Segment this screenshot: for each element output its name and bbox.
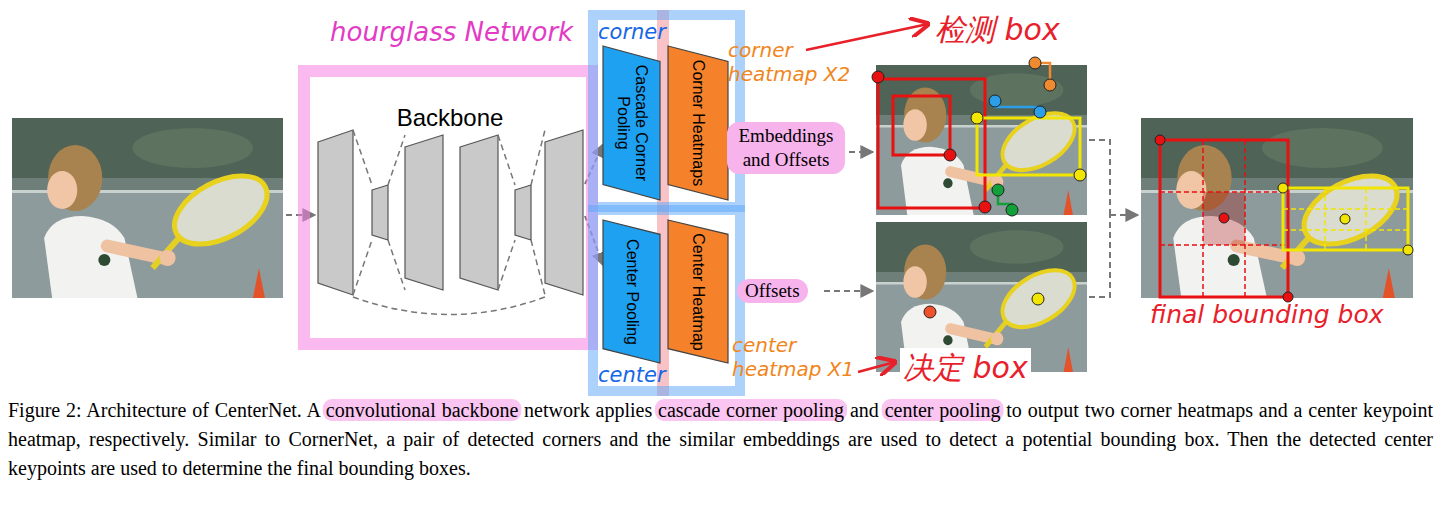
final-result-image: [1141, 118, 1413, 298]
input-image: [12, 118, 283, 298]
heatmap-module: Center Heatmap: [668, 220, 728, 363]
center-keypoints: [924, 293, 1044, 318]
backbone-layers: [318, 130, 583, 295]
final-detections: [1155, 135, 1413, 302]
annotation-note: 决定 box: [900, 348, 1031, 389]
band-heading: hourglass Network: [330, 17, 573, 47]
corner-detections: [872, 57, 1086, 216]
annotation-note: final bounding box: [1150, 300, 1384, 329]
parallelogram: [668, 46, 728, 200]
heatmap-module: Corner Heatmaps: [668, 46, 728, 200]
band-heading: corner: [598, 20, 666, 44]
corner-branch-band: cornerCascade Corner Pooling Corner Heatm…: [588, 10, 745, 212]
center-branch-band: center Center Pooling Center Heatmap: [588, 205, 745, 396]
figure-caption: Figure 2: Architecture of CenterNet. A c…: [8, 396, 1433, 483]
output-tag: Offsets: [737, 279, 808, 303]
parallelogram: [603, 220, 660, 363]
annotation-note: 检测 box: [935, 10, 1060, 51]
parallelogram: [668, 220, 728, 363]
annotation-note: center heatmap X1: [732, 333, 857, 381]
module-label: Center Heatmap: [689, 228, 707, 355]
band-heading: center: [598, 363, 666, 387]
corner-result-image: [876, 65, 1087, 215]
parallelogram: [603, 46, 660, 200]
output-tag: Embeddings and Offsets: [727, 122, 845, 174]
pooling-module: Cascade Corner Pooling: [603, 46, 660, 200]
module-label: Corner Heatmaps: [689, 54, 707, 192]
annotation-note: corner heatmap X2: [728, 38, 863, 86]
backbone-block: Backbone: [315, 100, 585, 300]
module-label: Center Pooling: [622, 228, 640, 355]
module-label: Cascade Corner Pooling: [613, 54, 650, 192]
block-title: Backbone: [315, 104, 585, 132]
hourglass-band: hourglass NetworkBackbone: [298, 65, 598, 350]
pooling-module: Center Pooling: [603, 220, 660, 363]
backbone-links: [353, 130, 545, 315]
